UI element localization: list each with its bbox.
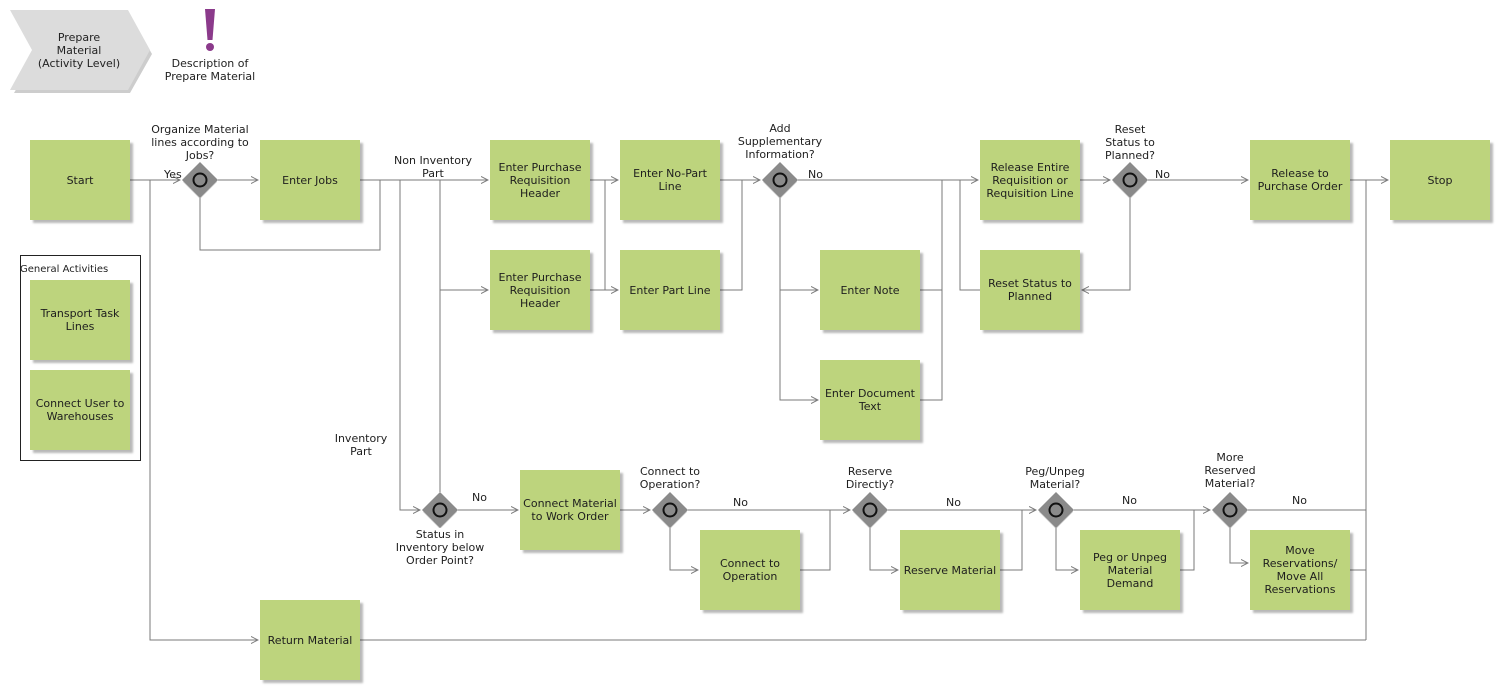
label-reset-question: Reset Status to Planned? bbox=[1105, 123, 1155, 162]
activity-enter-pr-header-1[interactable]: Enter Purchase Requisition Header bbox=[490, 140, 590, 220]
flow-non-inventory-branch bbox=[439, 180, 488, 290]
activity-move-reservations[interactable]: Move Reservations/ Move All Reservations bbox=[1250, 530, 1350, 610]
flow-organize-loop bbox=[199, 179, 381, 251]
decision-gateway-more-reserved[interactable] bbox=[1212, 492, 1248, 528]
label-no-reserve: No bbox=[946, 496, 961, 509]
activity-peg-unpeg[interactable]: Peg or Unpeg Material Demand bbox=[1080, 530, 1180, 610]
label-yes: Yes bbox=[164, 168, 182, 181]
activity-enter-no-part-line[interactable]: Enter No-Part Line bbox=[620, 140, 720, 220]
decision-gateway-reset[interactable] bbox=[1112, 162, 1148, 198]
start-event[interactable]: Start bbox=[30, 140, 130, 220]
activity-connect-user-to-warehouses[interactable]: Connect User to Warehouses bbox=[30, 370, 130, 450]
label-more-reserved-question: More Reserved Material? bbox=[1204, 451, 1256, 490]
label-no-status: No bbox=[472, 491, 487, 504]
activity-enter-part-line[interactable]: Enter Part Line bbox=[620, 250, 720, 330]
label-no-connect: No bbox=[733, 496, 748, 509]
activity-release-requisition[interactable]: Release Entire Requisition or Requisitio… bbox=[980, 140, 1080, 220]
flow-reserve-back bbox=[1000, 510, 1023, 571]
label-reserve-question: Reserve Directly? bbox=[845, 465, 895, 491]
description-link[interactable]: Description of Prepare Material bbox=[164, 57, 256, 83]
activity-enter-document-text[interactable]: Enter Document Text bbox=[820, 360, 920, 440]
label-inventory-part: Inventory Part bbox=[334, 432, 388, 458]
exclamation-icon[interactable] bbox=[202, 9, 218, 53]
process-title: Prepare Material (Activity Level) bbox=[37, 31, 121, 70]
label-peg-question: Peg/Unpeg Material? bbox=[1025, 465, 1085, 491]
activity-release-to-po[interactable]: Release to Purchase Order bbox=[1250, 140, 1350, 220]
flow-op-back bbox=[800, 510, 831, 571]
general-activities-title: General Activities bbox=[20, 264, 109, 275]
activity-enter-pr-header-2[interactable]: Enter Purchase Requisition Header bbox=[490, 250, 590, 330]
label-connect-operation-question: Connect to Operation? bbox=[639, 465, 701, 491]
activity-enter-note[interactable]: Enter Note bbox=[820, 250, 920, 330]
flow-peg-q-yes bbox=[1055, 528, 1078, 570]
flow-reserve-q-yes bbox=[869, 528, 898, 570]
flow-inventory bbox=[399, 180, 420, 510]
decision-gateway-supplementary[interactable] bbox=[762, 162, 798, 198]
decision-gateway-organize[interactable] bbox=[182, 162, 218, 198]
activity-transport-task-lines[interactable]: Transport Task Lines bbox=[30, 280, 130, 360]
label-supplementary-question: Add Supplementary Information? bbox=[737, 122, 823, 161]
label-no-more: No bbox=[1292, 494, 1307, 507]
stop-event[interactable]: Stop bbox=[1390, 140, 1490, 220]
label-organize-question: Organize Material lines according to Job… bbox=[151, 123, 249, 162]
activity-connect-material[interactable]: Connect Material to Work Order bbox=[520, 470, 620, 550]
activity-connect-to-operation[interactable]: Connect to Operation bbox=[700, 530, 800, 610]
activity-return-material[interactable]: Return Material bbox=[260, 600, 360, 680]
label-no-reset: No bbox=[1155, 168, 1170, 181]
decision-gateway-connect-operation[interactable] bbox=[652, 492, 688, 528]
flow-more-q-yes bbox=[1229, 528, 1248, 563]
decision-gateway-status-inventory[interactable] bbox=[422, 492, 458, 528]
flow-doc-up bbox=[920, 290, 943, 401]
flow-note-up bbox=[920, 180, 943, 291]
flow-op-q-yes bbox=[669, 528, 698, 570]
flow-start-to-return bbox=[149, 180, 258, 640]
activity-enter-jobs[interactable]: Enter Jobs bbox=[260, 140, 360, 220]
activity-reset-status[interactable]: Reset Status to Planned bbox=[980, 250, 1080, 330]
decision-gateway-reserve[interactable] bbox=[852, 492, 888, 528]
label-non-inventory-part: Non Inventory Part bbox=[394, 154, 472, 180]
process-chevron-icon bbox=[10, 10, 152, 93]
decision-gateway-peg[interactable] bbox=[1038, 492, 1074, 528]
label-no-supplementary: No bbox=[808, 168, 823, 181]
flow-reset-q-yes bbox=[1082, 198, 1131, 290]
flow-reset-to-release bbox=[959, 180, 980, 291]
label-no-peg: No bbox=[1122, 494, 1137, 507]
flow-peg-back bbox=[1180, 510, 1195, 571]
label-status-inventory-question: Status in Inventory below Order Point? bbox=[395, 528, 485, 567]
activity-reserve-material[interactable]: Reserve Material bbox=[900, 530, 1000, 610]
flow-partline-to-supp bbox=[720, 180, 743, 291]
flow-supp-down bbox=[779, 198, 818, 400]
